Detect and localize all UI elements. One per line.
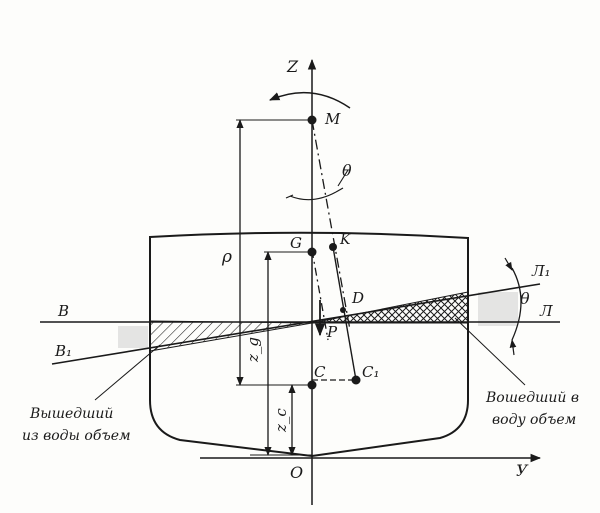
immersed-leader bbox=[454, 317, 526, 386]
label-rho: ρ bbox=[221, 247, 232, 267]
label-c: C bbox=[314, 363, 326, 381]
point-c bbox=[307, 380, 317, 390]
label-z-axis: Z bbox=[286, 57, 299, 76]
label-y-axis: У bbox=[516, 461, 529, 480]
point-g bbox=[307, 247, 317, 257]
heel-angle-arc bbox=[511, 267, 522, 341]
caption-immersed-1: Вошедший в bbox=[485, 390, 579, 406]
label-zg: z_g bbox=[244, 337, 262, 363]
label-origin: O bbox=[290, 463, 303, 482]
point-c1 bbox=[351, 375, 361, 385]
label-d: D bbox=[351, 289, 364, 307]
waterline-heeled bbox=[51, 283, 541, 365]
point-d bbox=[340, 307, 346, 313]
point-k bbox=[329, 243, 337, 251]
label-wl-l1: Л₁ bbox=[531, 262, 551, 280]
label-g: G bbox=[290, 234, 302, 252]
caption-immersed-2: воду объем bbox=[492, 412, 576, 428]
label-zc: z_c bbox=[272, 408, 290, 433]
label-p: P bbox=[326, 323, 338, 341]
label-c1: C₁ bbox=[362, 363, 380, 381]
heeled-centerline bbox=[311, 119, 351, 331]
label-theta-right: θ bbox=[520, 289, 530, 308]
label-wl-l: Л bbox=[539, 302, 553, 320]
rotation-arrow bbox=[269, 91, 351, 109]
label-k: K bbox=[339, 232, 352, 248]
hull-outline bbox=[149, 231, 469, 458]
label-m: M bbox=[324, 110, 341, 128]
water-shading bbox=[118, 292, 518, 348]
label-wl-b: В bbox=[57, 302, 69, 320]
metacentric-line bbox=[332, 246, 357, 381]
label-theta-top: θ bbox=[342, 161, 352, 180]
emerged-leader bbox=[94, 344, 161, 401]
caption-emerged-1: Вышедший bbox=[29, 406, 113, 422]
point-m bbox=[307, 115, 317, 125]
label-wl-b1: В₁ bbox=[54, 342, 72, 360]
caption-emerged-2: из воды объем bbox=[22, 428, 131, 444]
